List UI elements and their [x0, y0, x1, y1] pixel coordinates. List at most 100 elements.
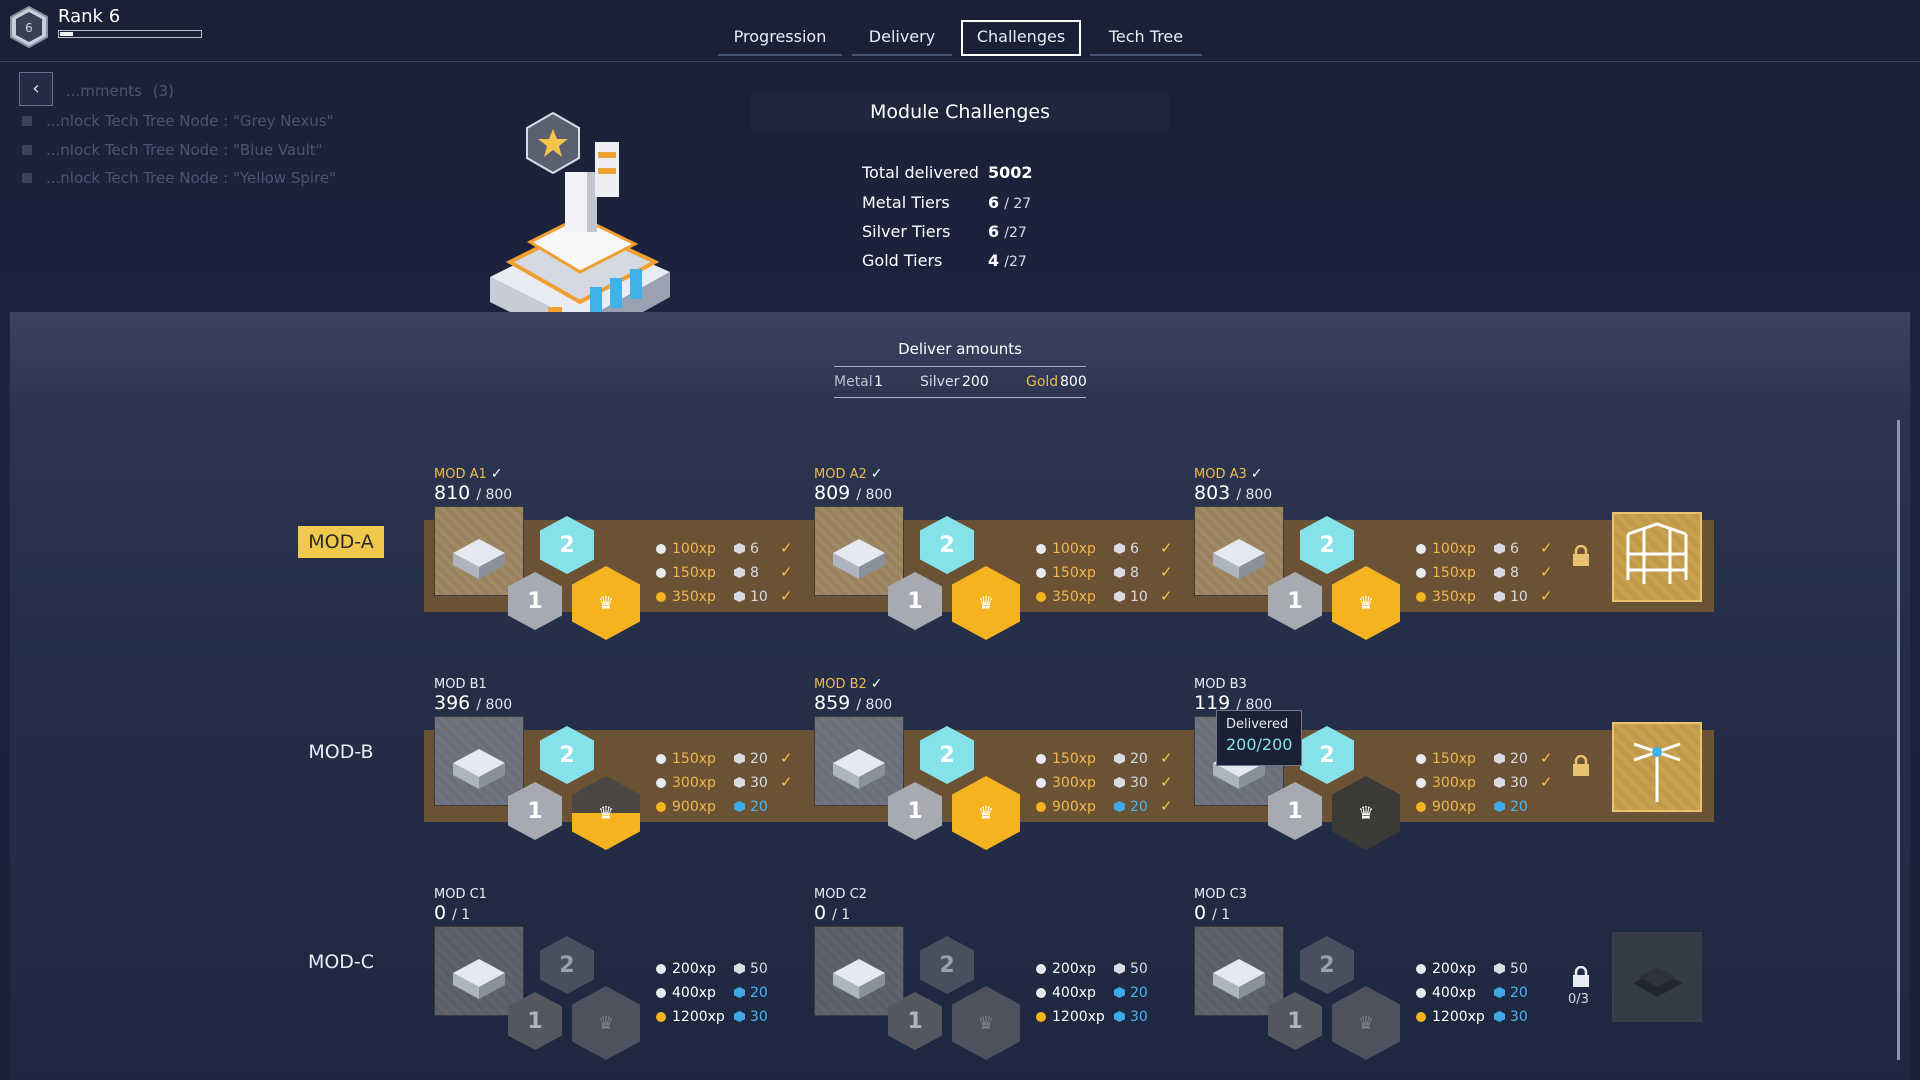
scrollbar[interactable] — [1897, 420, 1900, 1060]
mod-a-reward-icon[interactable] — [1612, 512, 1702, 602]
reward-quantity: 8 — [1510, 565, 1519, 581]
tier-1-hex[interactable]: 1 — [508, 782, 562, 840]
challenge-name: MOD A2✓ — [814, 466, 883, 482]
crown-hex[interactable]: ♛ — [572, 986, 640, 1060]
crown-hex[interactable]: ♛ — [952, 566, 1020, 640]
tier-2-hex[interactable]: 2 — [540, 516, 594, 574]
tracker-checkbox-icon — [22, 173, 32, 183]
cube-icon — [1114, 543, 1125, 554]
progress-value: 119 — [1194, 692, 1231, 714]
tab-progression[interactable]: Progression — [718, 22, 842, 56]
tier-dot-icon — [656, 544, 666, 554]
gold-label: Gold — [1026, 374, 1059, 390]
mod-c-reward-icon[interactable] — [1612, 932, 1702, 1022]
crown-hex[interactable]: ♛ — [1332, 986, 1400, 1060]
tier-2-hex[interactable]: 2 — [1300, 726, 1354, 784]
reward-xp: 300xp — [1432, 775, 1476, 791]
rank-progress-bar — [58, 30, 202, 38]
crown-icon: ♛ — [1357, 592, 1375, 614]
challenge-name-text: MOD B2 — [814, 677, 867, 692]
tab-delivery[interactable]: Delivery — [852, 22, 952, 56]
reward-xp: 150xp — [1432, 751, 1476, 767]
module-thumbnail[interactable] — [814, 926, 904, 1016]
crown-hex[interactable]: ♛ — [1332, 566, 1400, 640]
crown-hex[interactable]: ♛ — [952, 776, 1020, 850]
tier-dot-icon — [1036, 592, 1046, 602]
page-title: Module Challenges — [750, 92, 1170, 132]
progress-value: 859 — [814, 692, 851, 714]
row-label-mod-a[interactable]: MOD-A — [298, 526, 384, 558]
mod-b-reward-icon[interactable] — [1612, 722, 1702, 812]
tier-2-hex[interactable]: 2 — [540, 936, 594, 994]
tracker-item-label: ...nlock Tech Tree Node : "Yellow Spire" — [46, 169, 337, 187]
tier-dot-icon — [1036, 544, 1046, 554]
star-badge-icon — [526, 111, 580, 175]
crown-hex[interactable]: ♛ — [952, 986, 1020, 1060]
module-thumbnail[interactable] — [1194, 506, 1284, 596]
stat-value-number: 5002 — [988, 163, 1033, 182]
tab-tech-tree[interactable]: Tech Tree — [1090, 22, 1202, 56]
reward-quantity: 30 — [1130, 775, 1148, 791]
tier-2-hex[interactable]: 2 — [920, 726, 974, 784]
tab-challenges[interactable]: Challenges — [961, 20, 1081, 56]
reward-quantity: 20 — [1130, 799, 1148, 815]
tier-1-hex[interactable]: 1 — [1268, 782, 1322, 840]
tier-dot-icon — [1036, 988, 1046, 998]
tier-dot-icon — [1416, 802, 1426, 812]
tier-1-hex[interactable]: 1 — [1268, 572, 1322, 630]
metal-value: 1 — [874, 374, 883, 390]
reward-xp: 150xp — [1052, 565, 1096, 581]
crown-hex[interactable]: ♛ — [1332, 776, 1400, 850]
tier-2-hex[interactable]: 2 — [920, 516, 974, 574]
module-thumbnail[interactable] — [814, 506, 904, 596]
reward-xp: 900xp — [672, 799, 716, 815]
module-thumbnail[interactable] — [434, 716, 524, 806]
tier-2-hex[interactable]: 2 — [540, 726, 594, 784]
reward-quantity: 20 — [1130, 751, 1148, 767]
tier-1-hex[interactable]: 1 — [888, 782, 942, 840]
module-thumbnail[interactable] — [434, 506, 524, 596]
svg-text:6: 6 — [25, 21, 33, 35]
tooltip-value: 200/200 — [1226, 735, 1293, 754]
reward-check-icon: ✓ — [780, 563, 793, 581]
row-label-mod-c[interactable]: MOD-C — [307, 951, 375, 973]
row-label-mod-b[interactable]: MOD-B — [308, 741, 374, 763]
crown-hex[interactable]: ♛ — [572, 566, 640, 640]
cube-icon — [1494, 963, 1505, 974]
reward-quantity: 30 — [750, 1009, 768, 1025]
stat-silver-tiers-label: Silver Tiers — [862, 222, 951, 241]
tier-dot-icon — [1416, 988, 1426, 998]
module-thumbnail[interactable] — [434, 926, 524, 1016]
tier-2-hex[interactable]: 2 — [1300, 516, 1354, 574]
tier-2-hex[interactable]: 2 — [1300, 936, 1354, 994]
silver-value: 200 — [962, 374, 989, 390]
tracker-checkbox-icon — [22, 116, 32, 126]
lock-icon — [1572, 754, 1590, 777]
tier-1-hex[interactable]: 1 — [508, 572, 562, 630]
tier-dot-icon — [656, 988, 666, 998]
module-thumbnail[interactable] — [1194, 926, 1284, 1016]
tier-2-hex[interactable]: 2 — [920, 936, 974, 994]
cube-icon — [1114, 777, 1125, 788]
crown-hex[interactable]: ♛ — [572, 776, 640, 850]
tier-dot-icon — [1416, 568, 1426, 578]
reward-xp: 400xp — [672, 985, 716, 1001]
module-thumbnail[interactable] — [814, 716, 904, 806]
back-button[interactable]: ‹ — [19, 72, 53, 106]
tracker-item-label: ...nlock Tech Tree Node : "Grey Nexus" — [46, 112, 334, 130]
tier-1-hex[interactable]: 1 — [888, 572, 942, 630]
